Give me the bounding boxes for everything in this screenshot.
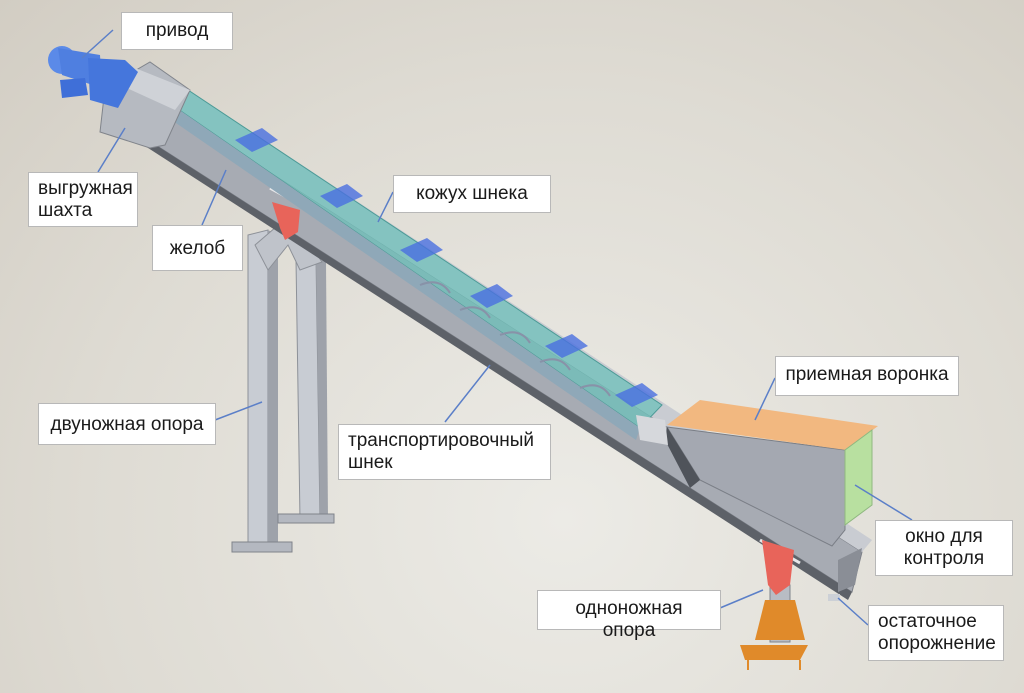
- label-discharge-chute: выгружная шахта: [28, 172, 138, 227]
- screw-casing: [160, 87, 663, 440]
- leader-chute: [97, 127, 126, 173]
- single-leg-support: [740, 540, 808, 670]
- label-trough: желоб: [152, 225, 243, 271]
- label-drive: привод: [121, 12, 233, 50]
- label-inlet-hopper: приемная воронка: [775, 356, 959, 396]
- inlet-hopper: [636, 400, 878, 547]
- bracket-upper: [272, 202, 300, 240]
- label-screw-casing: кожух шнека: [393, 175, 551, 213]
- label-single-leg-support: одноножная опора: [537, 590, 721, 641]
- two-leg-support: [231, 214, 335, 553]
- leader-hopper: [754, 377, 776, 421]
- label-transport-screw: транспортировочный шнек: [338, 424, 551, 480]
- label-inspection-window: окно для контроля: [875, 520, 1013, 576]
- leader-screw: [444, 364, 491, 423]
- leader-drain: [837, 597, 869, 626]
- label-two-leg-support: двуножная опора: [38, 403, 216, 445]
- leader-single-leg: [719, 589, 764, 609]
- leader-drive: [81, 29, 114, 59]
- label-residual-drain: остаточное опорожнение: [868, 605, 1004, 661]
- leader-two-leg: [214, 401, 263, 421]
- inspection-window: [844, 429, 873, 526]
- leader-window: [854, 484, 913, 521]
- drive-motor: [48, 46, 138, 108]
- leader-casing: [377, 191, 394, 223]
- leader-lines: [81, 29, 913, 626]
- leader-trough: [201, 169, 227, 226]
